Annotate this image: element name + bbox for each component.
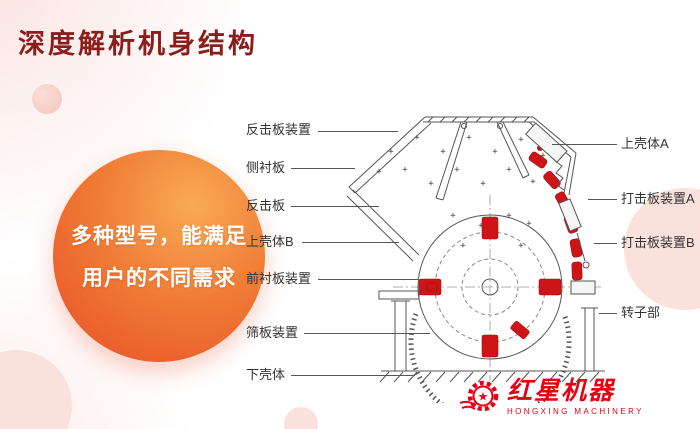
leader-line xyxy=(291,168,355,169)
gear-icon: ★ xyxy=(459,380,499,412)
page-title: 深度解析机身结构 xyxy=(18,29,258,59)
star-icon: ★ xyxy=(478,390,489,404)
svg-text:+: + xyxy=(478,221,484,231)
screen-plate-arc xyxy=(408,313,572,403)
svg-text:+: + xyxy=(440,147,446,157)
svg-text:+: + xyxy=(454,165,460,175)
decorative-circle xyxy=(0,350,72,429)
part-label-upper-shell-b: 上壳体B xyxy=(246,234,294,249)
part-label-screen-plate-device: 筛板装置 xyxy=(246,325,299,340)
svg-text:+: + xyxy=(376,167,382,177)
svg-text:+: + xyxy=(518,241,524,251)
leader-line xyxy=(318,131,398,132)
svg-text:+: + xyxy=(428,179,434,189)
bubble-text-line2: 用户的不同需求 xyxy=(82,267,236,290)
svg-text:+: + xyxy=(480,179,486,189)
part-label-strike-plate-device-b: 打击板装置B xyxy=(621,235,695,250)
part-label-upper-shell-a: 上壳体A xyxy=(621,136,669,151)
svg-text:+: + xyxy=(492,147,498,157)
svg-text:+: + xyxy=(526,219,532,229)
svg-text:+: + xyxy=(466,133,472,143)
leader-line xyxy=(588,199,617,200)
part-label-strike-plate-device-a: 打击板装置A xyxy=(621,191,695,206)
svg-text:+: + xyxy=(530,177,536,187)
leader-line xyxy=(552,144,617,145)
svg-text:+: + xyxy=(506,165,512,175)
logo-text: 红星机器 HONGXING MACHINERY xyxy=(507,376,644,416)
part-label-lower-shell: 下壳体 xyxy=(246,367,286,382)
svg-text:+: + xyxy=(460,241,466,251)
leader-line xyxy=(594,243,617,244)
part-label-side-liner: 侧衬板 xyxy=(246,160,286,175)
leader-line xyxy=(302,242,399,243)
part-label-rotor-part: 转子部 xyxy=(621,305,661,320)
blow-bars xyxy=(418,216,562,358)
feature-bubble: 多种型号，能满足 用户的不同需求 xyxy=(53,150,265,362)
leader-line xyxy=(291,206,379,207)
adjusting-mechanism xyxy=(525,122,596,295)
svg-text:+: + xyxy=(414,133,420,143)
part-label-impact-plate: 反击板 xyxy=(246,198,286,213)
decorative-circle xyxy=(284,407,318,429)
svg-text:+: + xyxy=(540,151,546,161)
logo-name: 红星机器 xyxy=(507,376,616,405)
decorative-circle xyxy=(32,84,62,114)
svg-text:+: + xyxy=(402,165,408,175)
leader-line xyxy=(304,333,430,334)
brand-logo: ★ 红星机器 HONGXING MACHINERY xyxy=(458,377,644,417)
leader-line xyxy=(599,313,617,314)
crosshatch-marks: + + + + + + + + + + + + + + + + + + + + xyxy=(376,133,546,251)
logo-subtitle: HONGXING MACHINERY xyxy=(507,406,644,416)
crusher-diagram: + + + + + + + + + + + + + + + + + + + + xyxy=(346,116,605,403)
part-label-front-liner-device: 前衬板装置 xyxy=(246,271,312,286)
leader-line xyxy=(318,279,419,280)
svg-text:+: + xyxy=(518,135,524,145)
base-frame xyxy=(378,290,605,383)
svg-text:+: + xyxy=(450,211,456,221)
svg-text:+: + xyxy=(388,147,394,157)
bubble-text-line1: 多种型号，能满足 xyxy=(71,225,247,248)
part-label-impact-plate-device: 反击板装置 xyxy=(246,122,312,137)
svg-text:+: + xyxy=(506,211,512,221)
leader-line xyxy=(291,375,415,376)
